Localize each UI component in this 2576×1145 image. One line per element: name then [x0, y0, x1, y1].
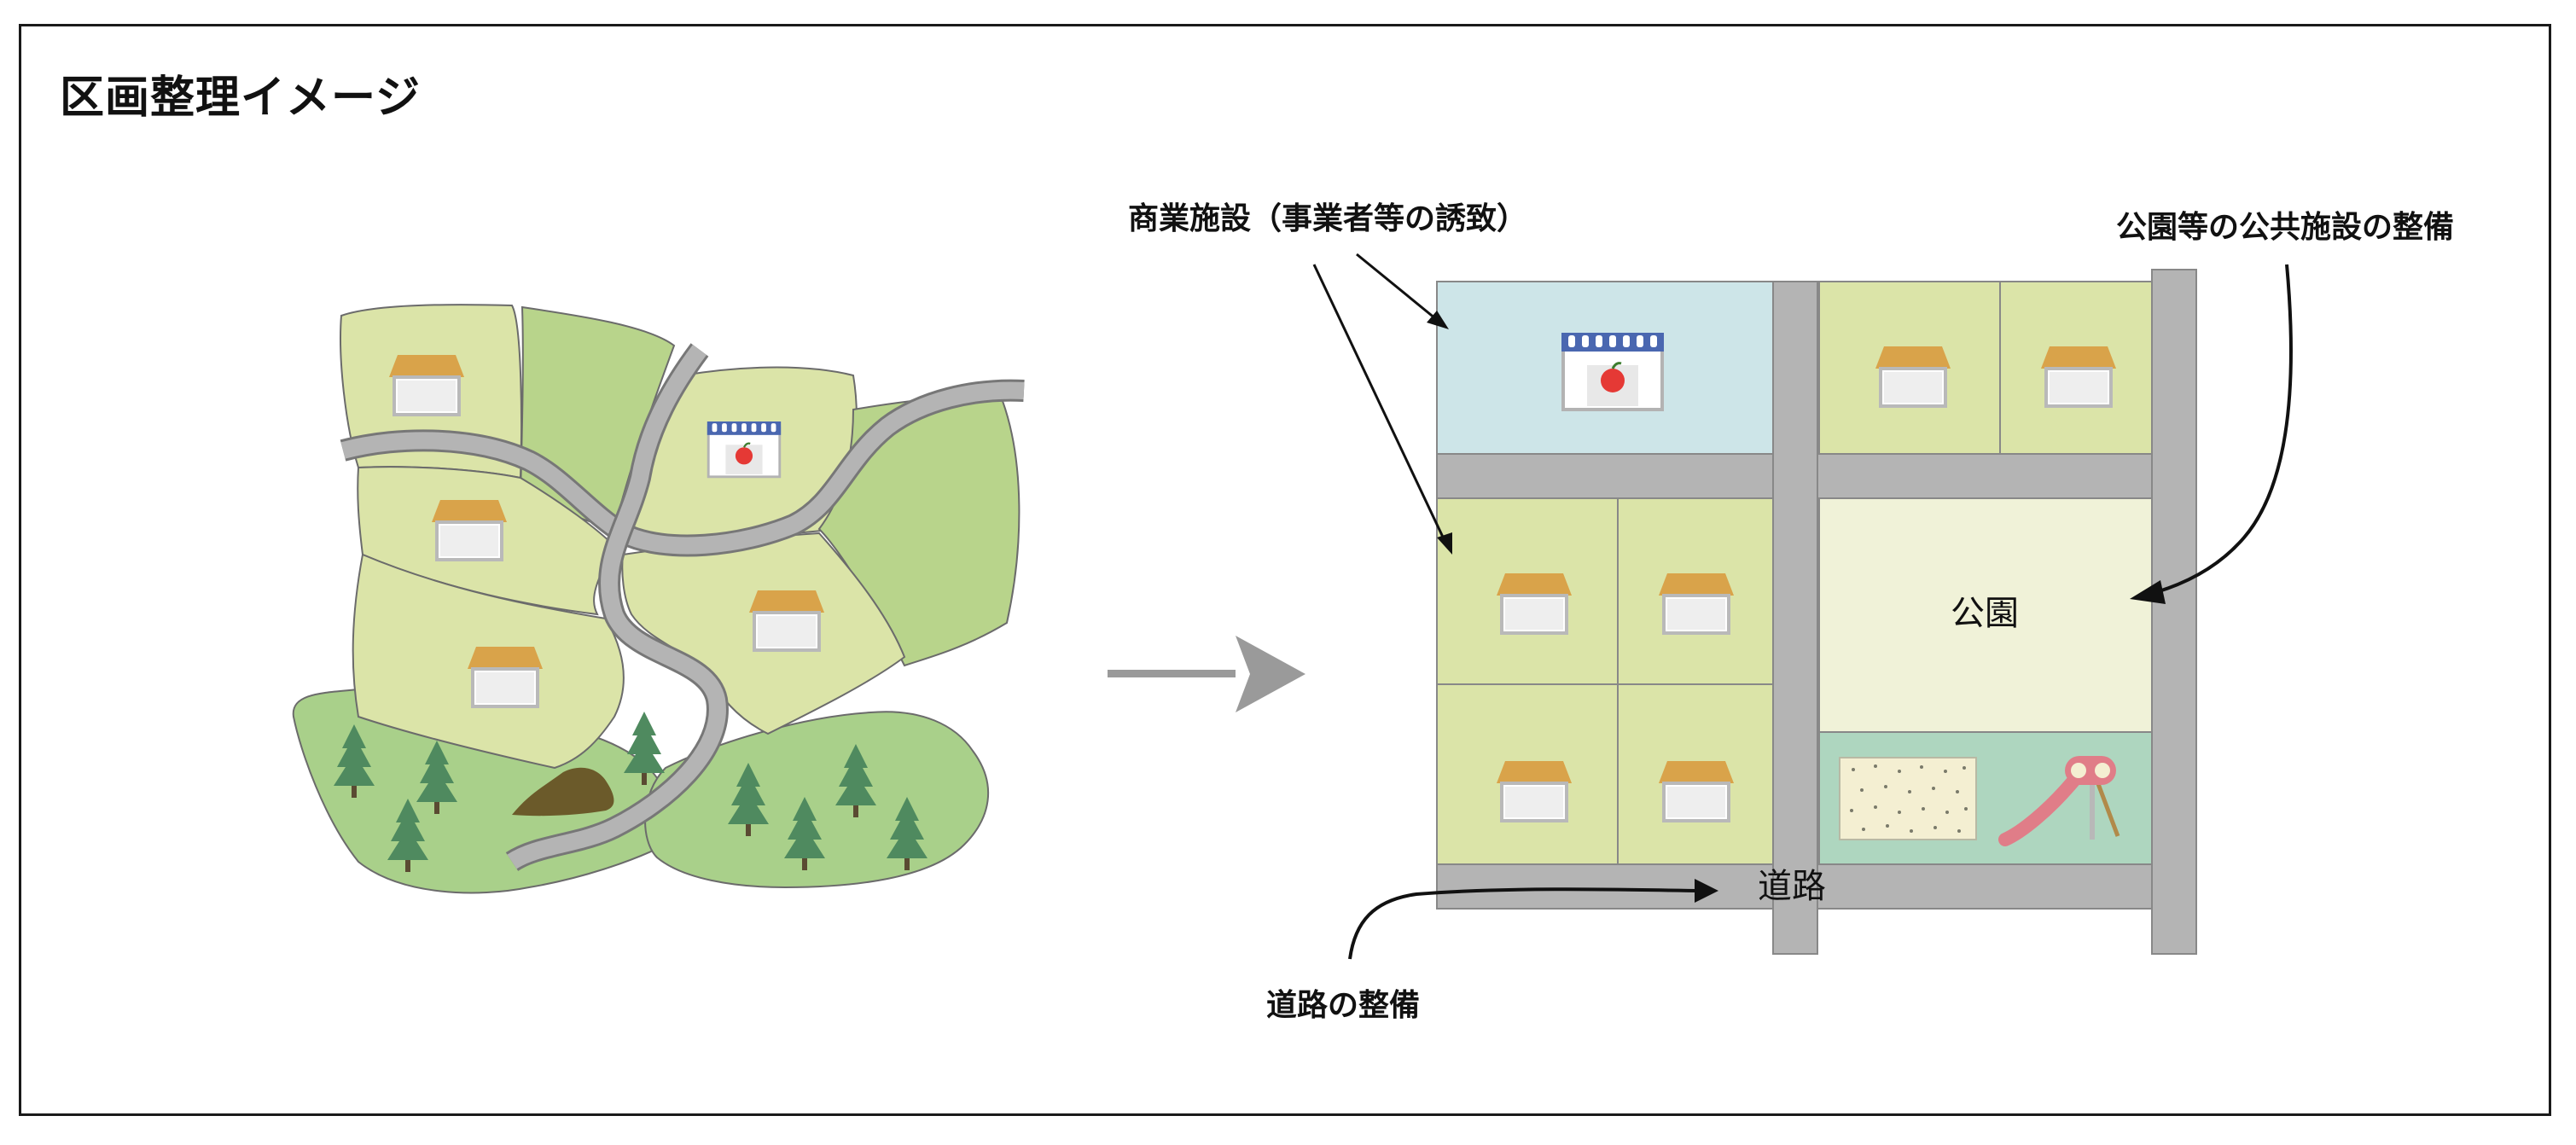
commercial-callout-label: 商業施設（事業者等の誘致）: [1128, 201, 1527, 236]
mound: [512, 767, 614, 817]
house-icon: [430, 498, 509, 561]
house-icon: [1657, 759, 1736, 822]
house-icon: [466, 645, 544, 708]
house-icon: [1874, 345, 1952, 408]
diagram-title: 区画整理イメージ: [60, 73, 421, 124]
shop-icon: [706, 420, 782, 479]
public-callout-label: 公園等の公共施設の整備: [2116, 210, 2454, 245]
road-label: 道路: [1758, 867, 1826, 906]
sandbox-dots: [1850, 764, 1968, 833]
house-icon: [1657, 572, 1736, 635]
road-development-arrow: [1348, 887, 1699, 960]
park-lot: [1818, 497, 2153, 733]
house-icon: [387, 353, 466, 416]
shop-icon: [1560, 331, 1666, 411]
house-icon: [747, 589, 826, 652]
house-icon: [2039, 345, 2118, 408]
commercial-arrow-2: [1312, 264, 1449, 547]
callouts: 商業施設（事業者等の誘致） 公園等の公共施設の整備 道路の整備: [1128, 201, 2454, 1023]
forest-area-right: [644, 711, 990, 889]
after-plan: 公園 道路: [1436, 269, 2197, 955]
road-vertical-right: [2151, 269, 2197, 955]
house-icon: [1495, 759, 1573, 822]
right-arrow-icon: [1108, 636, 1305, 712]
sandbox: [1839, 757, 1977, 840]
road-development-callout-label: 道路の整備: [1266, 988, 1420, 1023]
commercial-arrow: [1356, 253, 1441, 324]
public-arrow: [2149, 264, 2293, 596]
slide-icon: [1998, 756, 2120, 846]
house-icon: [1495, 572, 1573, 635]
park-label: 公園: [1951, 594, 2019, 633]
road-vertical-middle: [1772, 281, 1818, 955]
before-map: [292, 304, 1025, 894]
